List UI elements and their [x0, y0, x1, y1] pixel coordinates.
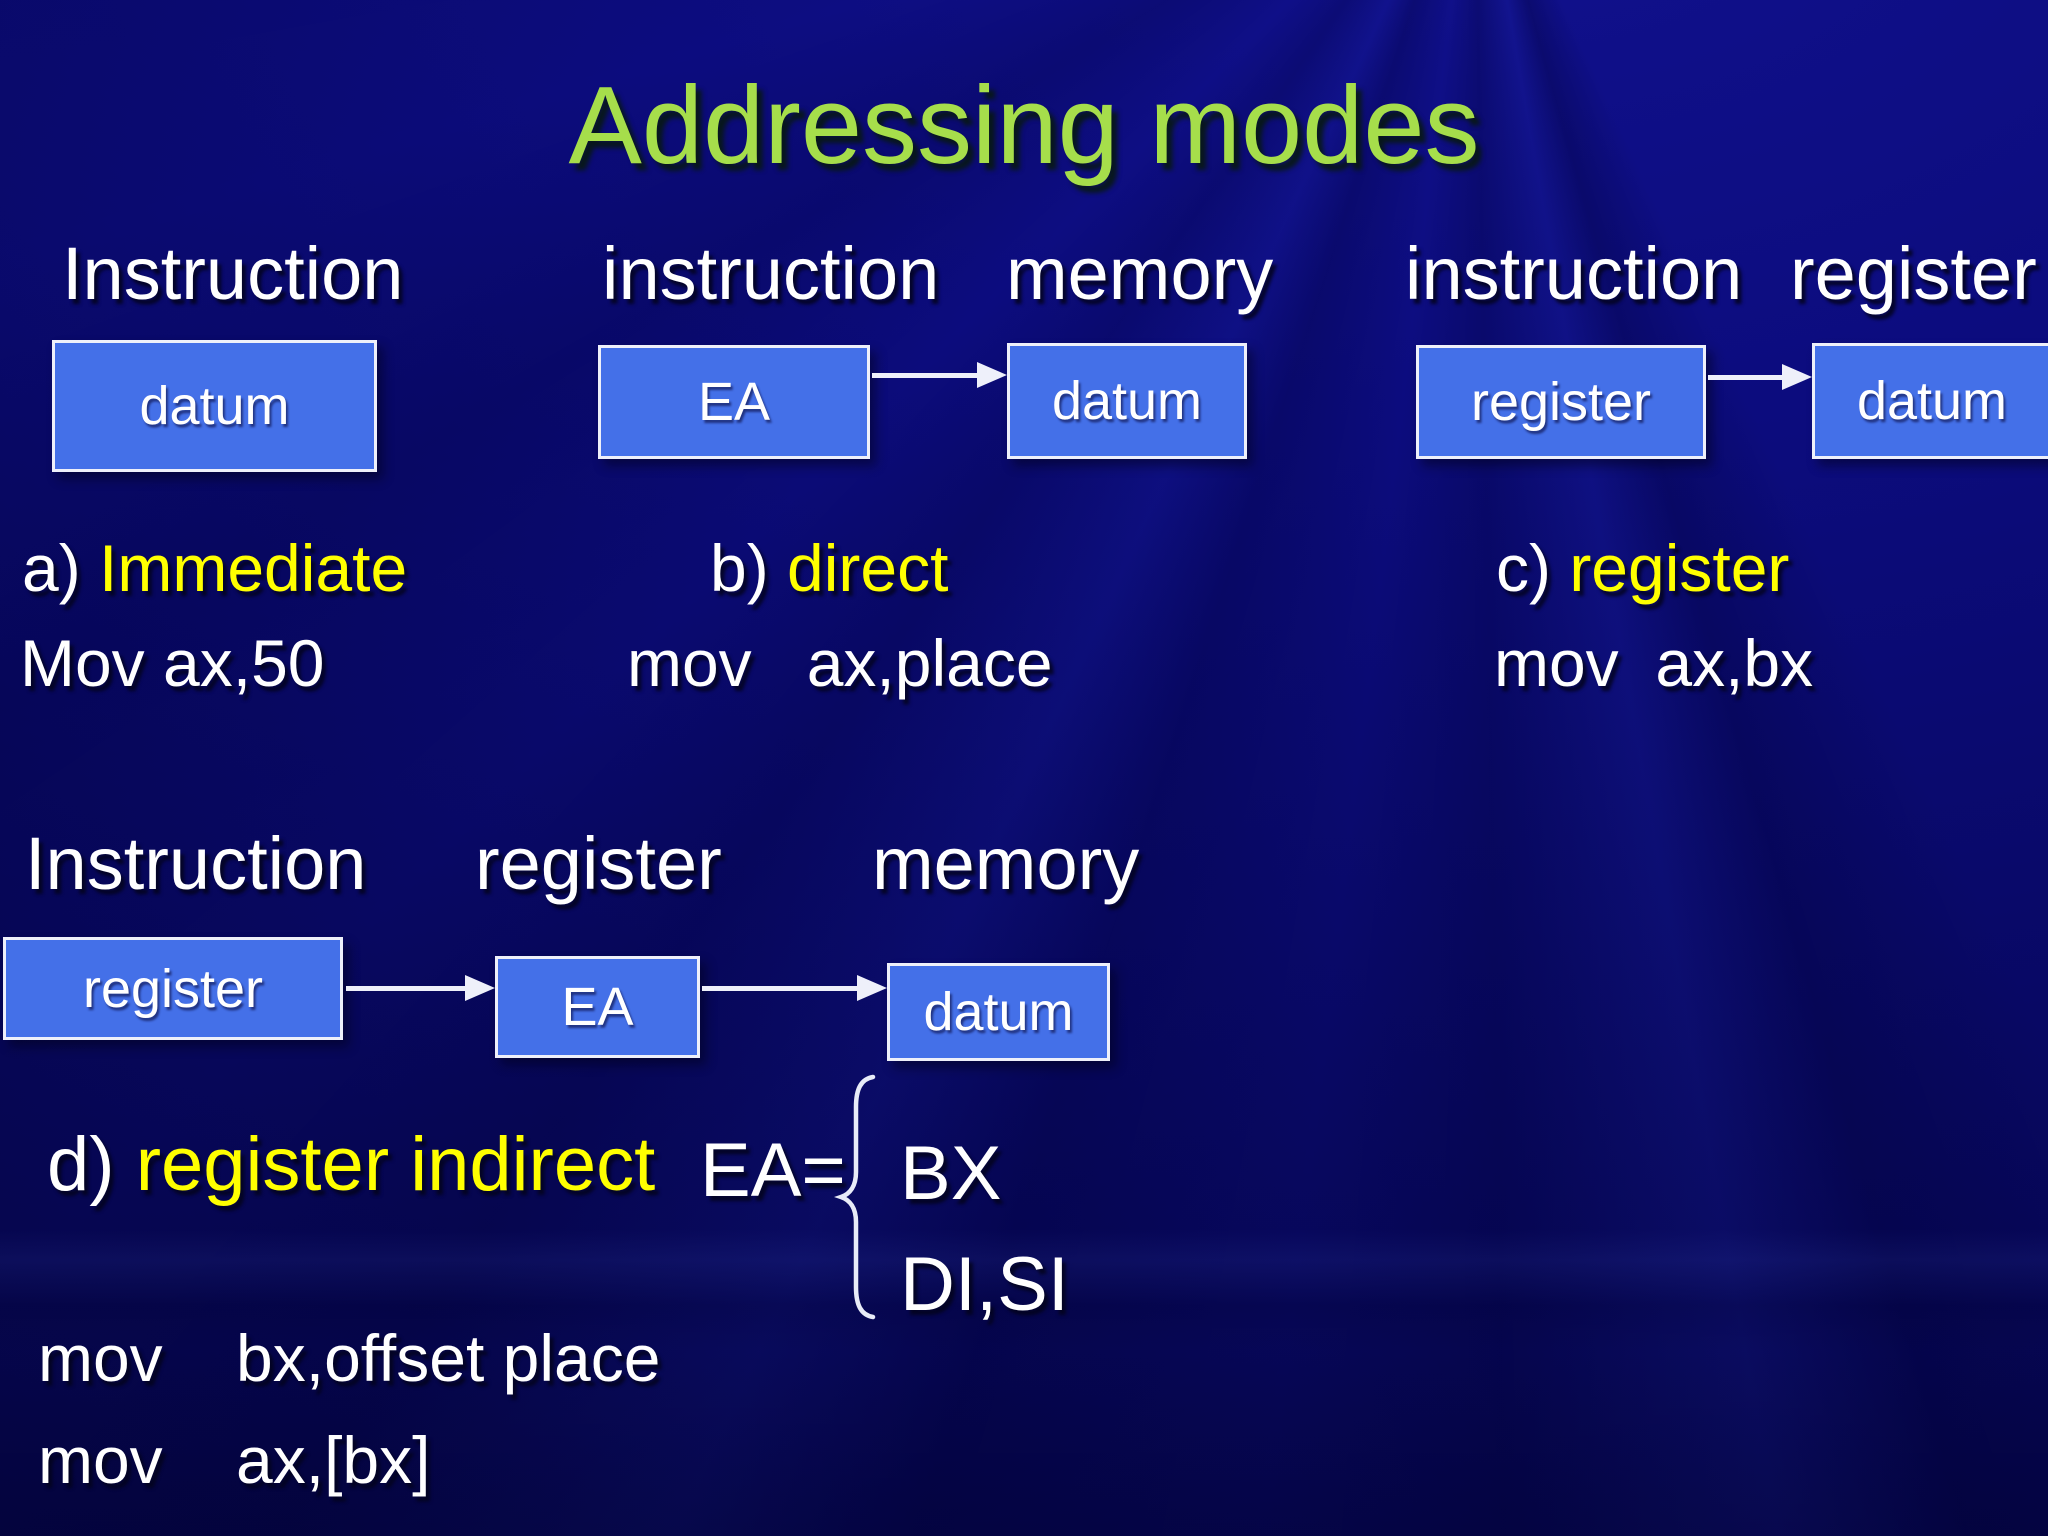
label-memory-b: memory	[1006, 232, 1274, 315]
ea-option-disi: DI,SI	[900, 1242, 1069, 1327]
code-indirect-line2: mov ax,[bx]	[38, 1423, 431, 1497]
box-register-datum: datum	[1812, 343, 2048, 459]
label-instruction-a: Instruction	[62, 232, 404, 315]
box-indirect-register: register	[3, 937, 343, 1040]
label-instruction-b: instruction	[602, 232, 940, 315]
ea-option-bx: BX	[900, 1131, 1002, 1216]
arrow-head	[977, 362, 1007, 388]
box-indirect-datum: datum	[887, 963, 1110, 1061]
box-direct-ea: EA	[598, 345, 870, 459]
box-indirect-ea: EA	[495, 956, 700, 1058]
brace-icon	[834, 1074, 876, 1320]
box-register-register-label: register	[1470, 372, 1652, 432]
code-indirect-line1: mov bx,offset place	[38, 1321, 661, 1395]
arrow-ea-to-datum-icon	[872, 362, 1007, 388]
arrow-shaft	[1708, 375, 1782, 380]
mode-c-prefix: c)	[1496, 531, 1570, 605]
arrow-register-to-ea-icon	[346, 975, 495, 1001]
box-indirect-ea-label: EA	[561, 977, 634, 1037]
arrow-register-to-datum-icon	[1708, 364, 1812, 390]
box-direct-datum-label: datum	[1051, 371, 1203, 431]
ea-equation-lhs: EA=	[700, 1128, 846, 1213]
box-register-register: register	[1416, 345, 1706, 459]
box-direct-datum: datum	[1007, 343, 1247, 459]
label-instruction-d: Instruction	[25, 822, 367, 905]
arrow-ea-to-datum2-icon	[702, 975, 887, 1001]
box-immediate-datum-label: datum	[139, 376, 290, 436]
box-indirect-register-label: register	[82, 958, 264, 1019]
arrow-head	[857, 975, 887, 1001]
label-memory-d: memory	[872, 822, 1140, 905]
code-immediate: Mov ax,50	[20, 626, 325, 700]
mode-d-name: register indirect	[135, 1122, 656, 1207]
mode-d-label: d) register indirect	[47, 1122, 655, 1207]
mode-a-name: Immediate	[99, 531, 408, 605]
label-register-d: register	[475, 822, 722, 905]
code-direct: mov ax,place	[627, 626, 1053, 700]
label-register-c: register	[1790, 232, 2037, 315]
mode-b-prefix: b)	[710, 531, 788, 605]
label-instruction-c: instruction	[1405, 232, 1743, 315]
mode-c-name: register	[1569, 531, 1790, 605]
arrow-head	[465, 975, 495, 1001]
box-immediate-datum: datum	[52, 340, 377, 472]
mode-b-label: b) direct	[710, 531, 949, 606]
arrow-shaft	[702, 986, 857, 991]
code-register: mov ax,bx	[1494, 626, 1814, 700]
mode-a-prefix: a)	[22, 531, 100, 605]
mode-d-prefix: d)	[47, 1122, 136, 1207]
box-register-datum-label: datum	[1856, 371, 2008, 431]
arrow-shaft	[346, 986, 465, 991]
arrow-shaft	[872, 373, 977, 378]
arrow-head	[1782, 364, 1812, 390]
box-indirect-datum-label: datum	[923, 982, 1074, 1042]
mode-a-label: a) Immediate	[22, 531, 408, 606]
box-direct-ea-label: EA	[697, 372, 771, 432]
mode-b-name: direct	[787, 531, 949, 605]
mode-c-label: c) register	[1496, 531, 1790, 606]
slide-title: Addressing modes	[568, 64, 1480, 187]
